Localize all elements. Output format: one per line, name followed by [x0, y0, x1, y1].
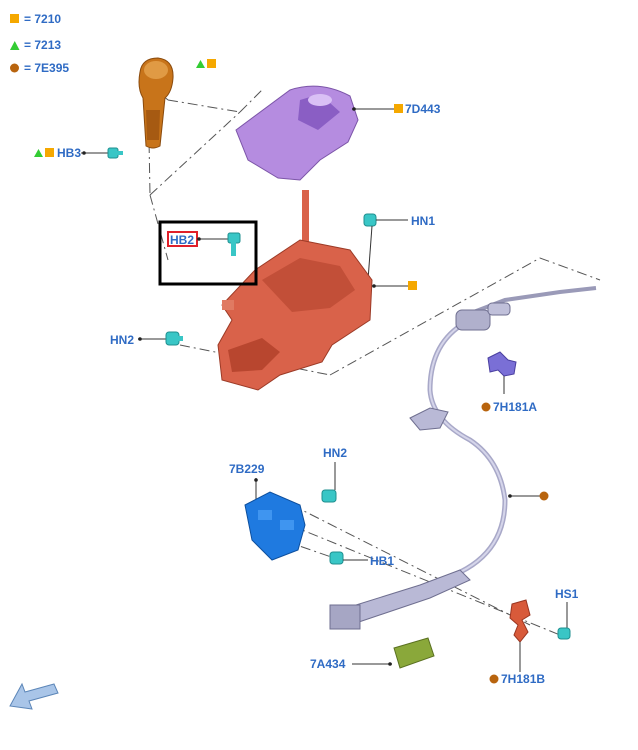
shift-cable	[329, 286, 597, 630]
knob-square-icon	[207, 59, 216, 68]
hb3-bolt	[107, 147, 123, 159]
legend-label-7213: = 7213	[24, 38, 61, 52]
assembly-lines	[147, 82, 601, 636]
label-hs1: HS1	[555, 587, 579, 601]
legend-label-7e395: = 7E395	[24, 61, 69, 75]
hb3-square-icon	[45, 148, 54, 157]
hs1-screw	[557, 627, 571, 640]
label-hn2-lower: HN2	[323, 446, 347, 460]
label-hn2-left: HN2	[110, 333, 134, 347]
hb2-bolt	[227, 232, 241, 256]
label-7h181b: 7H181B	[501, 672, 545, 686]
label-7b229: 7B229	[229, 462, 265, 476]
label-hb1: HB1	[370, 554, 394, 568]
hb3-triangle-icon	[34, 149, 43, 157]
gear-knob	[138, 57, 174, 149]
hn1-nut	[363, 213, 377, 227]
hn2-lower-nut	[321, 489, 337, 503]
legend-label-7210: = 7210	[24, 12, 61, 26]
7d443-square-icon	[394, 104, 403, 113]
bracket-7b229	[244, 491, 306, 561]
7h181b-circle-icon	[489, 674, 499, 684]
hb1-bolt	[329, 551, 344, 565]
shift-boot	[235, 85, 359, 181]
shifter-square-icon	[408, 281, 417, 290]
hn2-left-nut	[165, 331, 183, 346]
legend-square-icon	[10, 14, 19, 23]
label-hb2: HB2	[170, 233, 194, 247]
arrow-back-icon[interactable]	[9, 682, 59, 710]
label-7h181a: 7H181A	[493, 400, 537, 414]
label-hb3: HB3	[57, 146, 81, 160]
legend: = 7210 = 7213 = 7E395	[10, 12, 69, 75]
selection-box	[158, 220, 258, 286]
clip-7h181a	[487, 351, 517, 377]
legend-triangle-icon	[10, 41, 20, 50]
label-hn1: HN1	[411, 214, 435, 228]
legend-circle-icon	[10, 63, 19, 73]
block-7a434	[393, 637, 435, 669]
shifter-assembly	[217, 190, 373, 391]
knob-triangle-icon	[196, 60, 205, 68]
clip-7h181b	[509, 599, 531, 643]
cable-circle-icon	[539, 491, 549, 501]
label-7d443: 7D443	[405, 102, 441, 116]
7h181a-circle-icon	[481, 402, 491, 412]
label-7a434: 7A434	[310, 657, 346, 671]
